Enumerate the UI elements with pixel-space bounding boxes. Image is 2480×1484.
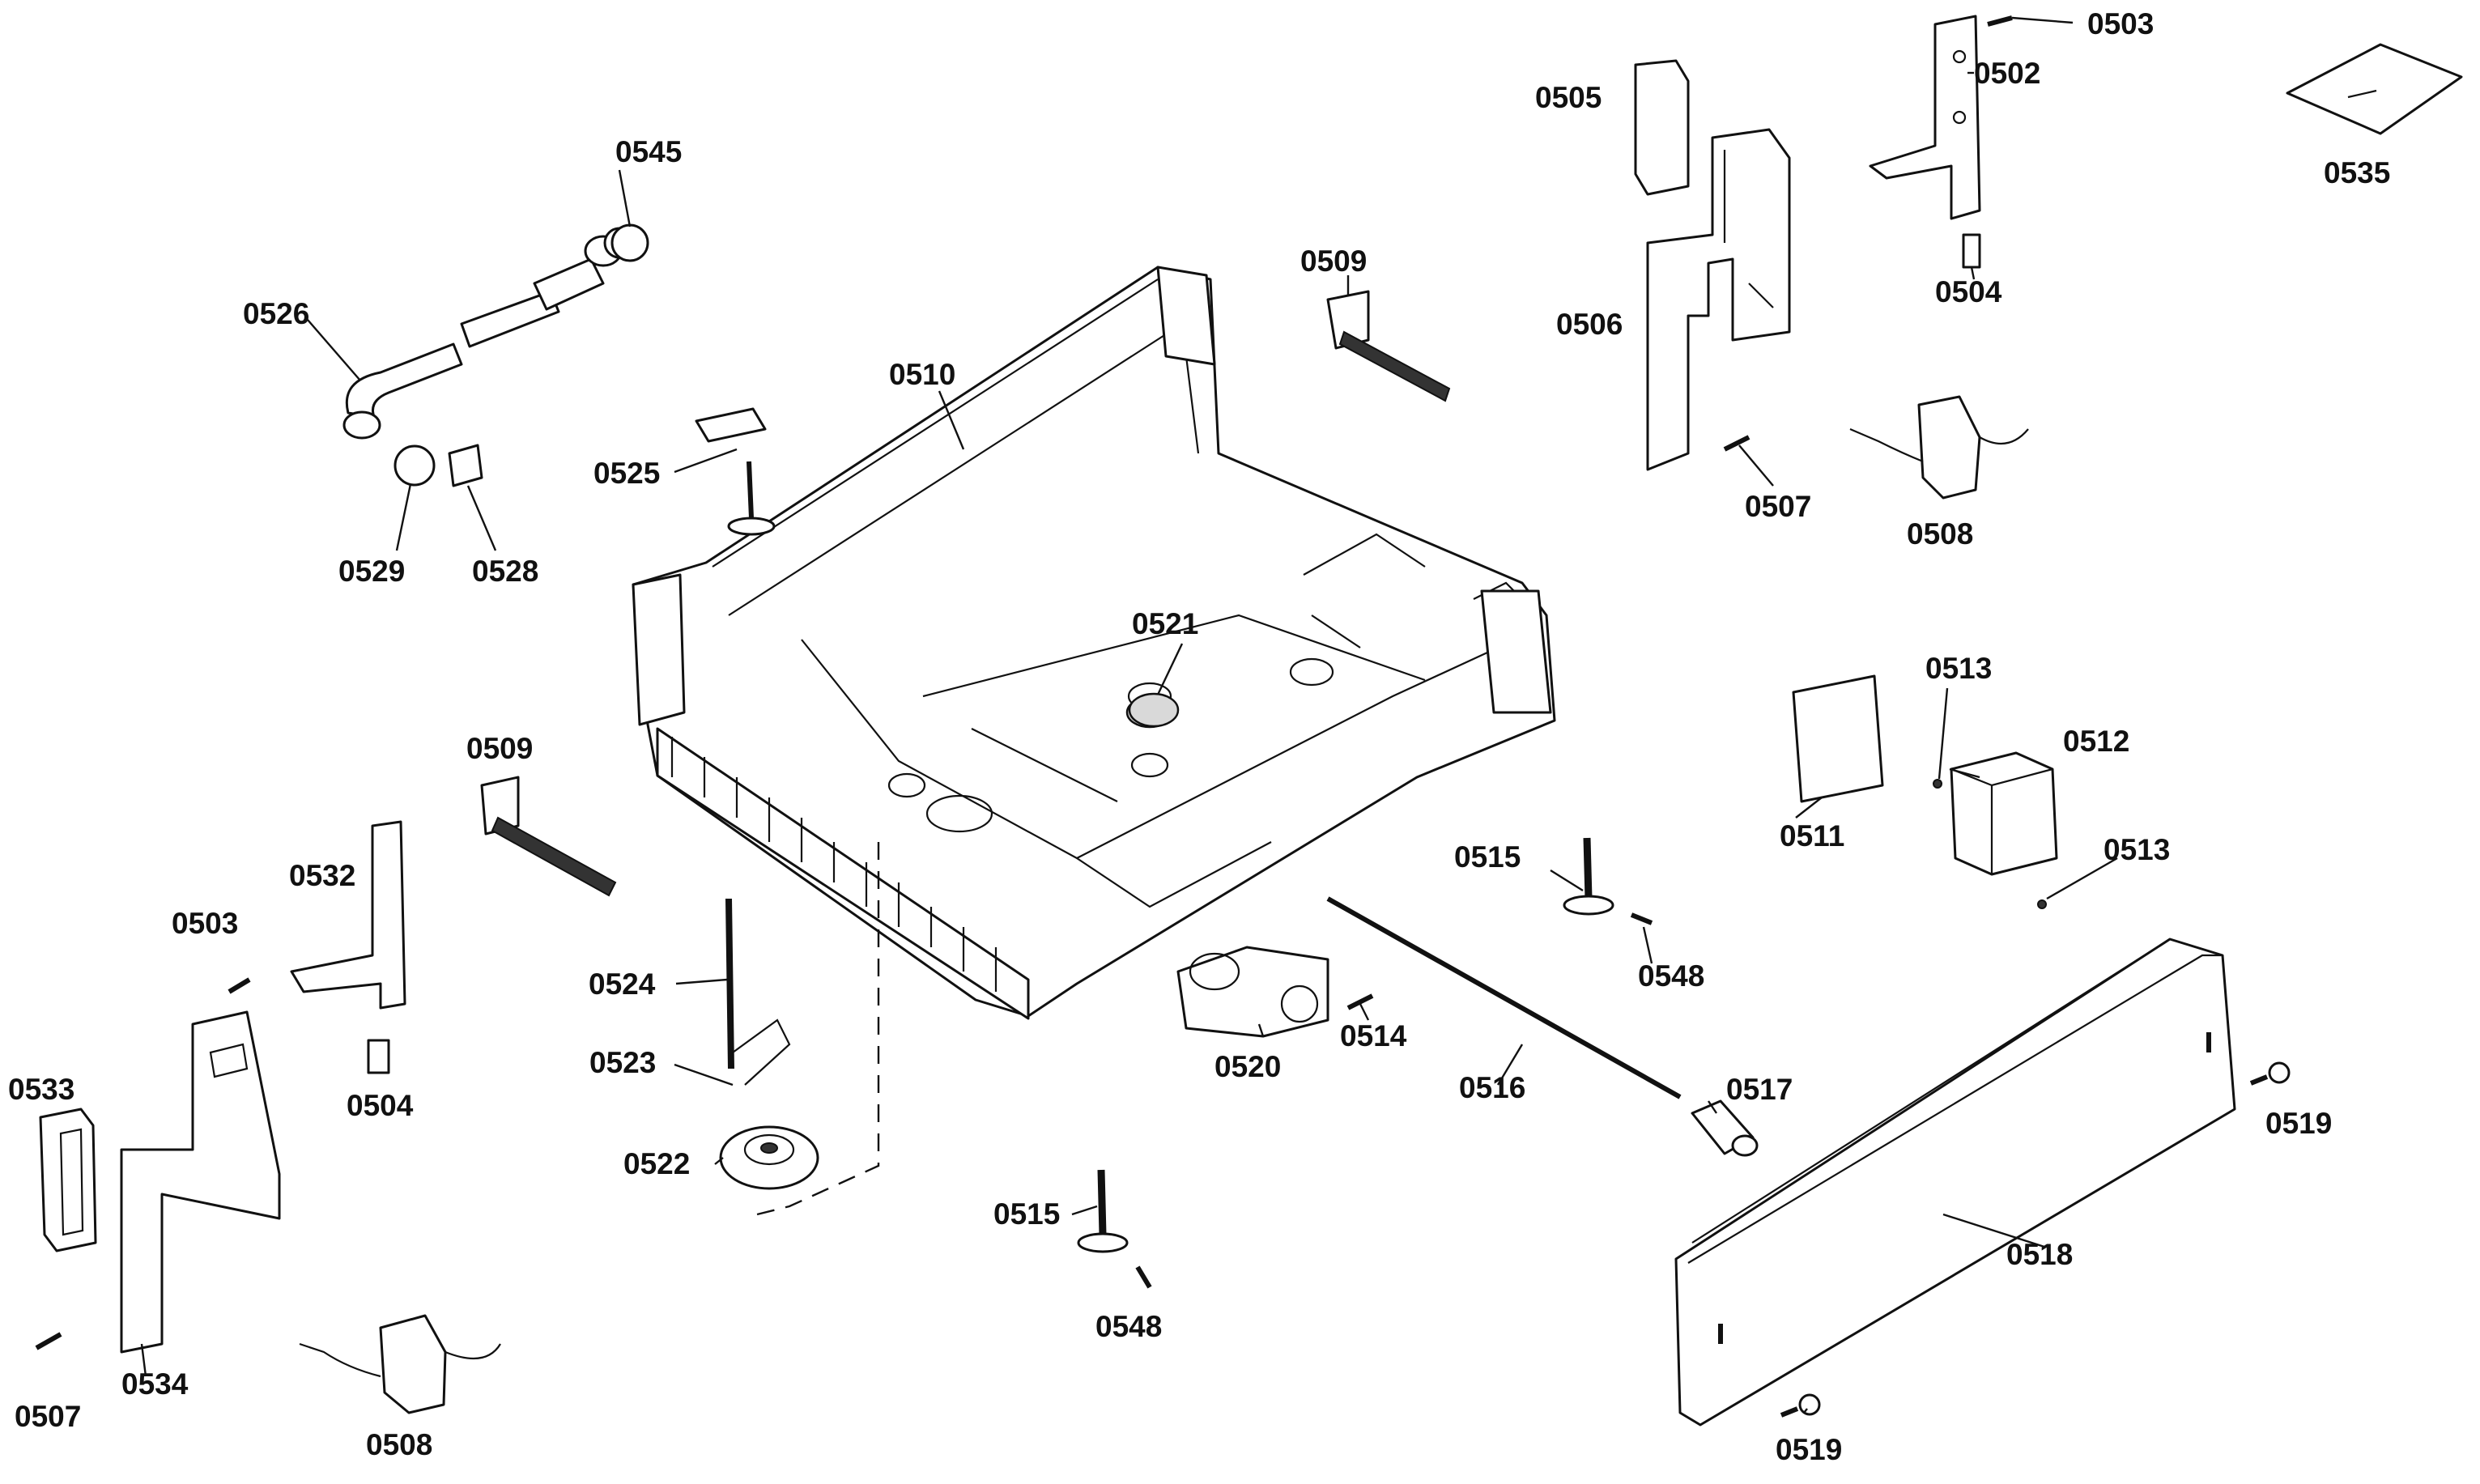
knob-0517-part [1691, 1099, 1759, 1157]
screw-0525-part [727, 461, 776, 536]
callout-0504-top: 0504 [1935, 275, 2002, 308]
callout-0508-bottom: 0508 [366, 1428, 432, 1461]
base-tub-part [632, 266, 1556, 1020]
callout-labels: 0503 0502 0505 0535 0545 0509 0504 0526 … [8, 7, 2390, 1466]
foot-0515-bottom-part [1077, 1169, 1129, 1253]
screw-0513-top-part [1933, 779, 1942, 789]
callout-0529: 0529 [338, 555, 405, 588]
screw-0507-top-part [1723, 435, 1750, 452]
callout-0532: 0532 [289, 859, 355, 892]
callout-0509-top: 0509 [1300, 244, 1367, 278]
toe-kick-0518-part [1674, 938, 2236, 1427]
callout-0520: 0520 [1214, 1050, 1281, 1083]
switch-0508-bottom-part [299, 1314, 501, 1414]
assembly-dashed-line [756, 842, 880, 1216]
callout-0533: 0533 [8, 1073, 74, 1106]
foot-0515-right-part [1563, 837, 1614, 916]
callout-0504-left: 0504 [347, 1089, 414, 1122]
callout-0512: 0512 [2063, 725, 2129, 758]
cover-0533-part [39, 1108, 97, 1252]
leader-lines [140, 16, 2118, 1414]
callout-0548-bottom: 0548 [1095, 1310, 1162, 1343]
callout-0515-bottom: 0515 [993, 1197, 1060, 1231]
callout-0525: 0525 [593, 457, 660, 490]
callout-0502: 0502 [1974, 57, 2040, 90]
callout-0503-top: 0503 [2087, 7, 2154, 40]
callout-0518: 0518 [2006, 1238, 2073, 1271]
rod-0516-part [1326, 896, 1682, 1099]
screw-0507-left-part [35, 1332, 62, 1350]
callout-0548-right: 0548 [1638, 959, 1704, 993]
screw-0519-right-part [2249, 1061, 2291, 1086]
spring-0509-left-part [480, 776, 617, 897]
callout-0526: 0526 [243, 297, 309, 330]
screw-0503-left-part [228, 977, 251, 994]
callout-0519-bottom: 0519 [1776, 1433, 1842, 1466]
hardware-bag-0535-part [2286, 43, 2463, 135]
callout-0545: 0545 [615, 135, 682, 168]
callout-0507-left: 0507 [15, 1400, 81, 1433]
clip-0504-left-part [367, 1039, 390, 1074]
screw-0503-top-part [1987, 15, 2013, 27]
float-0521-part [1128, 692, 1180, 728]
impeller-0522-part [719, 1125, 819, 1190]
bracket-0506-part [1646, 128, 1791, 471]
callout-0516: 0516 [1459, 1071, 1525, 1104]
callout-0505: 0505 [1535, 81, 1602, 114]
callout-0507-top: 0507 [1745, 490, 1811, 523]
callout-0513-top: 0513 [1925, 652, 1992, 685]
callout-0510: 0510 [889, 358, 955, 391]
bracket-0532-part [290, 820, 406, 1010]
callout-0522: 0522 [623, 1147, 690, 1180]
callout-0528: 0528 [472, 555, 538, 588]
callout-0513-right: 0513 [2104, 833, 2170, 866]
bracket-0505-part [1634, 59, 1690, 196]
screw-0513-right-part [2037, 899, 2047, 909]
screw-0514-part [1346, 993, 1374, 1010]
bracket-0502-part [1869, 15, 1981, 220]
switch-0508-top-part [1849, 395, 2029, 500]
bracket-0534-part [120, 1010, 281, 1354]
screw-0548-right-part [1630, 912, 1653, 925]
screw-0548-bottom-part [1135, 1265, 1152, 1289]
callout-0508-top: 0508 [1907, 517, 1973, 551]
callout-0534: 0534 [121, 1367, 189, 1401]
drain-hose-part [342, 227, 636, 440]
callout-0515-right: 0515 [1454, 840, 1521, 874]
clamp-0545-part [610, 223, 649, 262]
callout-0511: 0511 [1780, 819, 1844, 853]
clip-0504-top-part [1962, 233, 1981, 269]
callout-0523: 0523 [589, 1046, 656, 1079]
callout-0509-left: 0509 [466, 732, 533, 765]
clamp-0529-part [393, 444, 436, 487]
sensor-0525-part [695, 407, 767, 443]
valve-0520-part [1176, 946, 1329, 1038]
callout-0514: 0514 [1340, 1019, 1407, 1052]
rod-0524-part [725, 898, 791, 1086]
cover-0512-part [1950, 751, 2058, 876]
callout-0517: 0517 [1726, 1073, 1793, 1106]
callout-0535: 0535 [2324, 156, 2390, 189]
callout-0506: 0506 [1556, 308, 1623, 341]
spring-0509-top-part [1326, 290, 1451, 402]
callout-0524: 0524 [589, 967, 656, 1001]
clip-0528-part [448, 444, 483, 487]
callout-0521: 0521 [1132, 607, 1198, 640]
callout-0503-left: 0503 [172, 907, 238, 940]
screw-0519-bottom-part [1780, 1393, 1821, 1418]
housing-0511-part [1792, 674, 1884, 803]
callout-0519-right: 0519 [2265, 1107, 2332, 1140]
